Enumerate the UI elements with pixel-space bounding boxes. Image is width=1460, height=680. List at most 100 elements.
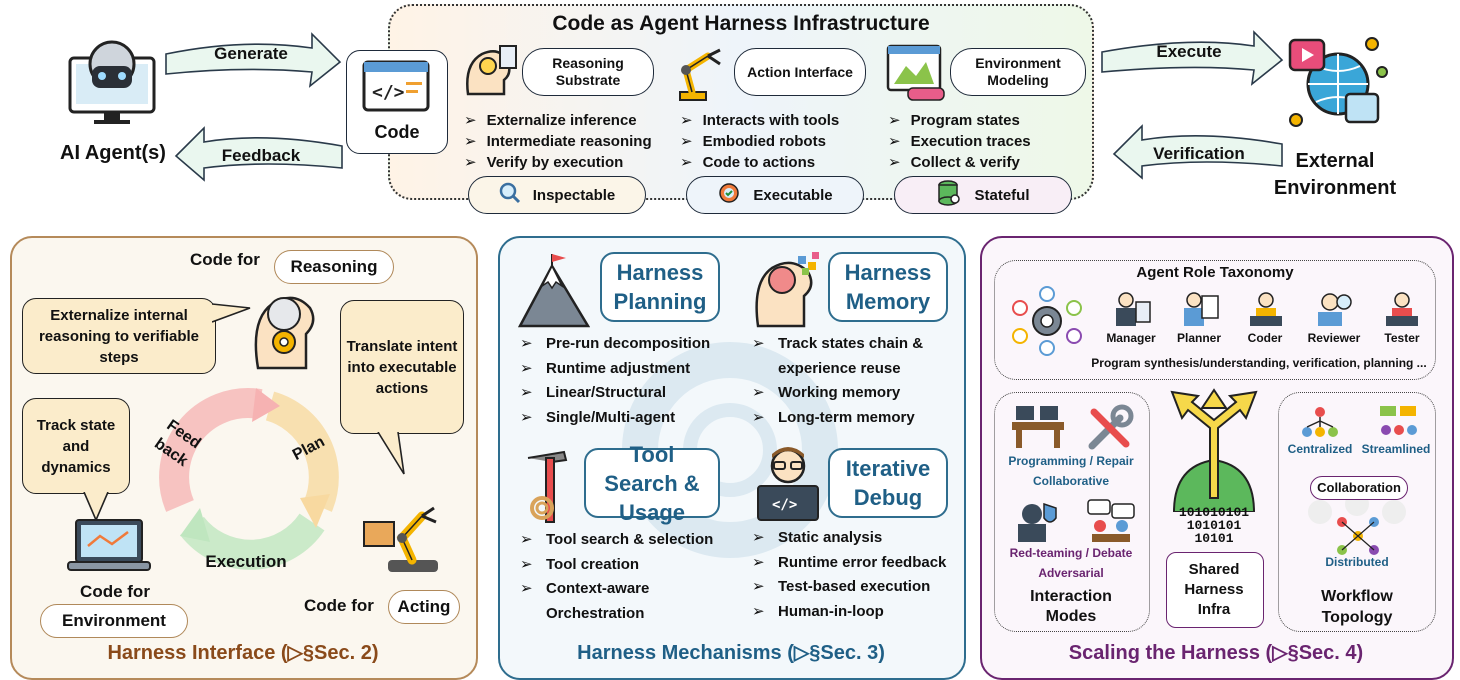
role-tester-label: Tester	[1384, 331, 1420, 345]
robot-arm-box-icon	[362, 500, 444, 581]
developer-icon: </>	[752, 446, 824, 527]
bubble-tail	[377, 432, 405, 475]
stateful-badge: Stateful	[894, 176, 1072, 214]
inspectable-label: Inspectable	[532, 186, 616, 204]
mountain-icon	[517, 252, 591, 333]
acting-oval: Acting	[388, 590, 460, 624]
feedback-label: Feedback	[221, 146, 301, 165]
bullet: Linear/Structural	[520, 381, 740, 406]
iterative-debug-pill: Iterative Debug	[828, 448, 948, 518]
executable-badge: Executable	[686, 176, 864, 214]
generate-label: Generate	[214, 44, 288, 63]
bubble-acting: Translate intent into executable actions	[340, 300, 464, 434]
ai-agent-icon	[64, 36, 160, 126]
bullet: Single/Multi-agent	[520, 406, 740, 431]
ice-axe-rope-icon	[524, 448, 584, 531]
workflow-topology-title: Workflow Topology	[1321, 588, 1393, 626]
taxonomy-caption: Program synthesis/understanding, verific…	[1091, 356, 1427, 370]
harness-memory-pill: Harness Memory	[828, 252, 948, 322]
globe-network-icon	[1284, 32, 1388, 137]
acting-header: Code for	[304, 596, 374, 616]
bullet: Code to actions	[680, 152, 839, 173]
bullet: Embodied robots	[680, 131, 839, 152]
database-icon	[936, 180, 961, 210]
feedback-cycle	[159, 388, 339, 570]
brain-head-icon	[460, 44, 518, 105]
bullet: Execution traces	[888, 131, 1031, 152]
code-label: Code	[374, 122, 420, 142]
bullet: Runtime error feedback	[752, 551, 952, 576]
head-memory-icon	[750, 252, 822, 333]
bullet: Tool creation	[520, 553, 740, 578]
people-gear-icon	[1010, 286, 1084, 361]
bubble-env: Track state and dynamics	[22, 398, 130, 494]
scaling-harness-title: Scaling the Harness (▷§Sec. 4)	[1068, 642, 1364, 664]
role-reviewer-label: Reviewer	[1307, 331, 1361, 345]
tester-icon	[1382, 290, 1422, 333]
ai-agent-label: AI Agent(s)	[60, 142, 166, 164]
collaborative-label: Collaborative	[1032, 474, 1110, 488]
dashboard-icon	[886, 44, 946, 107]
role-coder-label: Coder	[1247, 331, 1283, 345]
workflow-topology-box	[1278, 392, 1436, 632]
crossroads-globe-icon	[1166, 388, 1262, 517]
harness-interface-title: Harness Interface (▷§Sec. 2)	[107, 642, 379, 664]
adversarial-label: Adversarial	[1038, 566, 1104, 580]
bullet: Collect & verify	[888, 152, 1031, 173]
svg-text:</>: </>	[372, 82, 405, 103]
memory-bullets: Track states chain & experience reuse Wo…	[752, 332, 948, 430]
debug-bullets: Static analysis Runtime error feedback T…	[752, 526, 952, 624]
agent-role-taxonomy-title: Agent Role Taxonomy	[1136, 264, 1294, 281]
planner-icon	[1180, 290, 1220, 333]
executable-label: Executable	[753, 186, 833, 204]
wrench-screwdriver-icon	[1086, 404, 1134, 457]
verification-arrow	[1112, 124, 1283, 180]
reviewer-icon	[1314, 290, 1354, 333]
external-environment-label: External Environment	[1273, 150, 1397, 199]
bullet: Intermediate reasoning	[464, 131, 652, 152]
interaction-modes-box	[994, 392, 1150, 632]
bullet: Track states chain & experience reuse	[752, 332, 948, 381]
debate-icon	[1086, 498, 1136, 549]
tools-bullets: Tool search & selection Tool creation Co…	[520, 528, 740, 626]
distributed-icon	[1336, 516, 1380, 561]
generate-arrow	[165, 32, 342, 88]
streamlined-icon	[1378, 404, 1420, 445]
execute-arrow	[1101, 30, 1284, 86]
distributed-label: Distributed	[1325, 555, 1389, 569]
coder-icon	[1246, 290, 1286, 333]
bullet: Runtime adjustment	[520, 357, 740, 382]
harness-planning-pill: Harness Planning	[600, 252, 720, 322]
bullet: Tool search & selection	[520, 528, 740, 553]
bullet: Verify by execution	[464, 152, 652, 173]
magnifier-icon	[499, 182, 521, 208]
collaboration-pill: Collaboration	[1310, 476, 1408, 500]
action-interface-pill: Action Interface	[734, 48, 866, 96]
cycle-execution-label: Execution	[205, 552, 287, 571]
tool-search-pill: Tool Search & Usage	[584, 442, 720, 525]
gear-check-icon	[717, 181, 741, 209]
centralized-label: Centralized	[1287, 442, 1353, 456]
bubble-reasoning: Externalize internal reasoning to verifi…	[22, 298, 216, 374]
centralized-icon	[1300, 406, 1340, 445]
stateful-label: Stateful	[974, 186, 1030, 204]
bullet: Static analysis	[752, 526, 952, 551]
environment-oval: Environment	[40, 604, 188, 638]
planning-bullets: Pre-run decomposition Runtime adjustment…	[520, 332, 740, 430]
redteam-debate-label: Red-teaming / Debate	[1009, 546, 1133, 560]
code-icon: </>	[362, 60, 430, 117]
column-3-bullets: Program states Execution traces Collect …	[888, 110, 1031, 173]
inspectable-badge: Inspectable	[468, 176, 646, 214]
role-manager-label: Manager	[1106, 331, 1156, 345]
desk-icon	[1010, 404, 1066, 455]
bubble-tail	[212, 303, 251, 323]
robot-arm-icon	[672, 44, 730, 107]
harness-mechanisms-title: Harness Mechanisms (▷§Sec. 3)	[577, 642, 885, 664]
bullet: Long-term memory	[752, 406, 948, 431]
shared-harness-title: Shared Harness Infra	[1184, 561, 1244, 618]
streamlined-label: Streamlined	[1361, 442, 1431, 456]
code-for-label: Code for	[190, 250, 260, 269]
interaction-modes-title: Interaction Modes	[1030, 588, 1112, 625]
bullet: Context-aware Orchestration	[520, 577, 740, 626]
feedback-arrow	[174, 126, 343, 182]
